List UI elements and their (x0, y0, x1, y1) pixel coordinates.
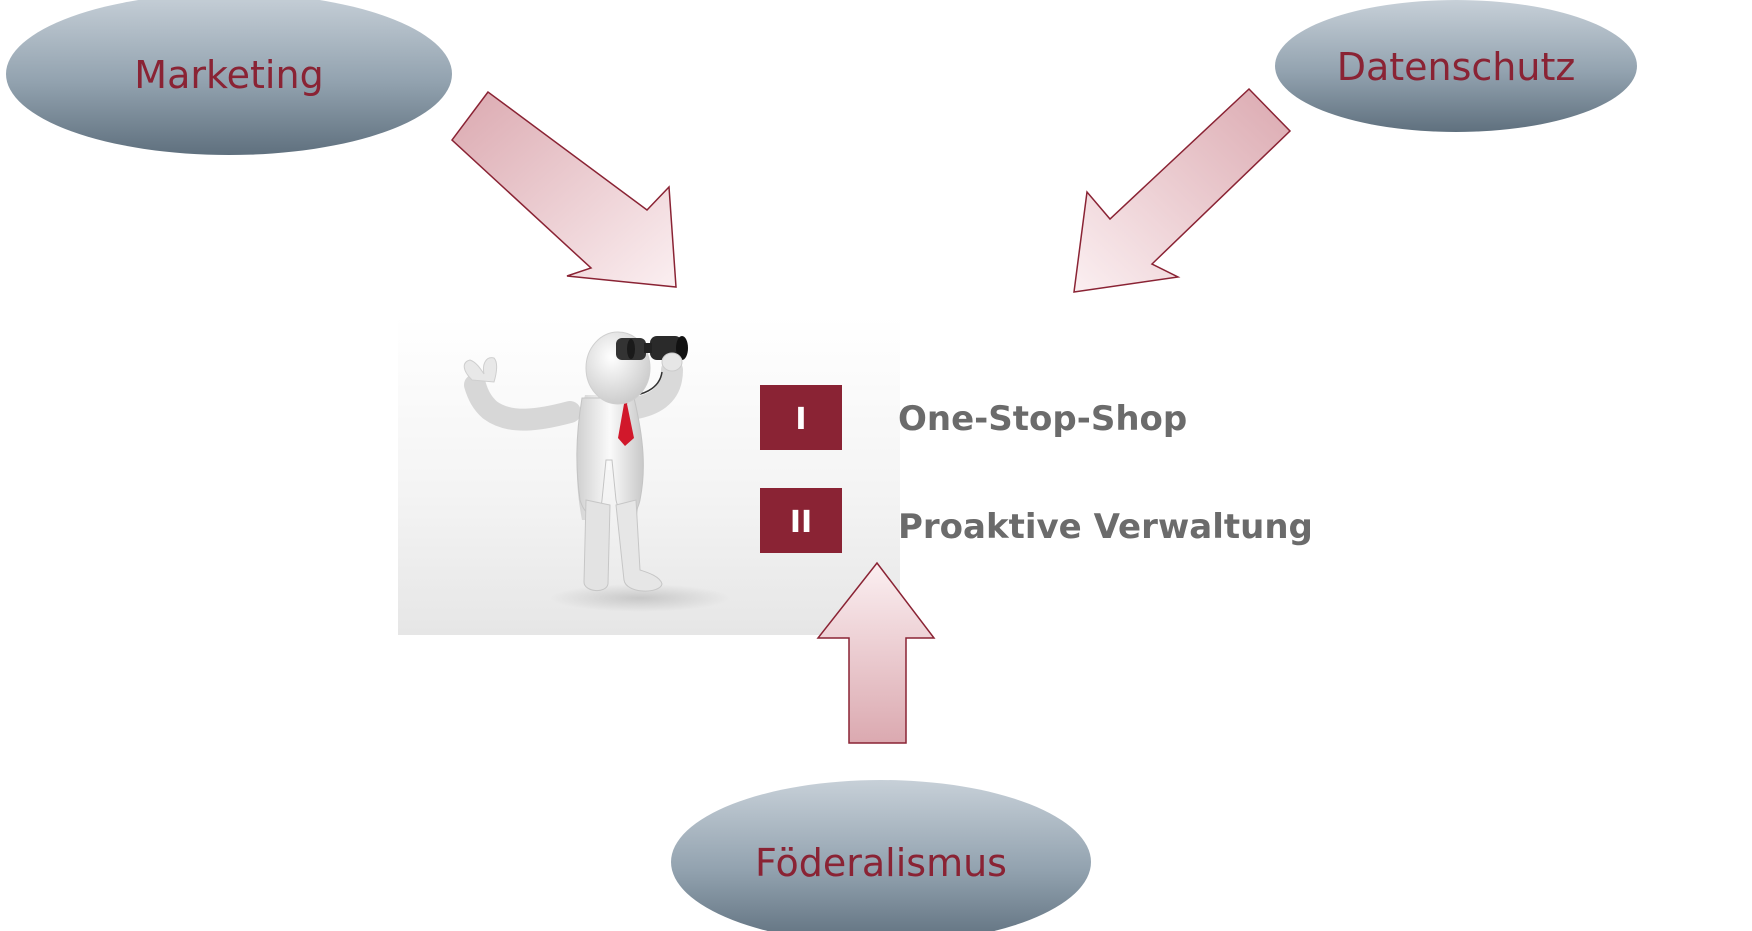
item-one: I One-Stop-Shop (760, 385, 1187, 450)
arrow-from-datenschutz (1073, 87, 1292, 293)
badge-one (760, 385, 842, 450)
foederalismus-label: Föderalismus (755, 841, 1007, 885)
foederalismus-node: Föderalismus (671, 780, 1091, 931)
badge-one-label: I (795, 402, 806, 437)
item-two-text: Proaktive Verwaltung (898, 507, 1313, 547)
badge-two (760, 488, 842, 553)
marketing-node: Marketing (6, 0, 452, 155)
item-two: II Proaktive Verwaltung (760, 488, 1313, 553)
datenschutz-label: Datenschutz (1337, 45, 1576, 89)
badge-two-label: II (790, 505, 812, 540)
datenschutz-node: Datenschutz (1275, 0, 1637, 132)
arrow-from-foederalismus (816, 561, 936, 744)
arrow-from-marketing (450, 90, 677, 288)
item-one-text: One-Stop-Shop (898, 399, 1187, 439)
person-with-binoculars-icon (463, 331, 730, 612)
marketing-label: Marketing (134, 53, 323, 97)
